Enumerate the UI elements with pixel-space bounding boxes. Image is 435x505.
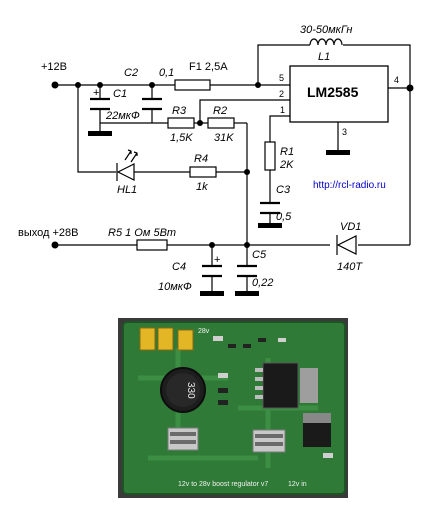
svg-text:330: 330 [185,382,196,399]
silk-title: 12v to 28v boost regulator v7 [178,481,268,488]
fuse-f1 [174,79,211,91]
diode-vd1-value: 140T [337,261,363,273]
inductor-l1-value: 30-50мкГн [300,24,352,36]
resistor-r4-ref: R4 [194,153,208,165]
capacitor-c2-value: 0,1 [159,67,174,79]
resistor-r3-value: 1,5K [170,132,193,144]
resistor-r5-label: R5 1 Ом 5Вт [108,227,176,239]
resistor-r4 [189,166,217,178]
capacitor-c3-value: 0,5 [276,211,292,223]
capacitor-c1-value: 22мкФ [105,110,140,122]
resistor-r2 [207,117,235,129]
inductor-l1-ref: L1 [318,51,330,63]
svg-text:+: + [214,254,220,266]
output-voltage-label: выход +28В [18,227,78,239]
capacitor-c5-ref: C5 [252,249,267,261]
pcb-photo: 330 28v 12v to 28v boost regulator v7 12… [118,318,348,498]
ic-name: LM2585 [307,84,359,100]
wires [55,44,411,293]
circuit-schematic: F1 2,5A 30-50мкГн L1 LM2585 5 2 1 4 3 + … [18,24,414,296]
resistor-r2-value: 31K [214,132,234,144]
capacitor-c5-value: 0,22 [252,277,273,289]
silk-12v-in: 12v in [288,481,307,488]
junction-dots [51,81,414,249]
ic-lm2585 [289,65,389,123]
fuse-f1-label: F1 2,5A [189,61,228,73]
capacitor-c2 [142,97,162,111]
capacitor-c3 [260,201,280,215]
resistor-r3-ref: R3 [172,105,187,117]
led-hl1-ref: HL1 [117,184,137,196]
resistor-r2-ref: R2 [213,105,227,117]
capacitor-c2-ref: C2 [124,67,138,79]
input-voltage-label: +12В [41,61,67,73]
led-hl1 [116,149,138,181]
svg-text:+: + [93,87,99,99]
resistor-r3 [167,117,195,129]
resistor-r1-value: 2K [279,159,294,171]
ground-symbols [88,131,350,296]
capacitor-c4-value: 10мкФ [158,281,192,293]
ic-pin-2: 2 [279,89,284,99]
resistor-r1 [264,141,276,171]
resistor-r4-value: 1k [196,181,208,193]
capacitor-c3-ref: C3 [276,184,291,196]
ic-pin-4: 4 [394,75,399,85]
inductor-l1 [309,38,343,46]
capacitor-c1: + [90,87,110,111]
capacitor-c1-ref: C1 [113,88,127,100]
capacitor-c5 [237,264,257,278]
inductor-330: 330 [160,367,206,413]
ic-pin-3: 3 [342,127,347,137]
diode-vd1 [336,235,357,255]
ic-pin-1: 1 [280,105,285,115]
site-url: http://rcl-radio.ru [313,180,386,191]
capacitor-c4: + [202,254,222,278]
silk-28v: 28v [198,328,210,335]
capacitor-c4-ref: C4 [172,261,186,273]
ic-pin-5: 5 [279,73,284,83]
diode-vd1-ref: VD1 [340,221,361,233]
resistor-r5 [136,239,168,251]
resistor-r1-ref: R1 [280,146,294,158]
